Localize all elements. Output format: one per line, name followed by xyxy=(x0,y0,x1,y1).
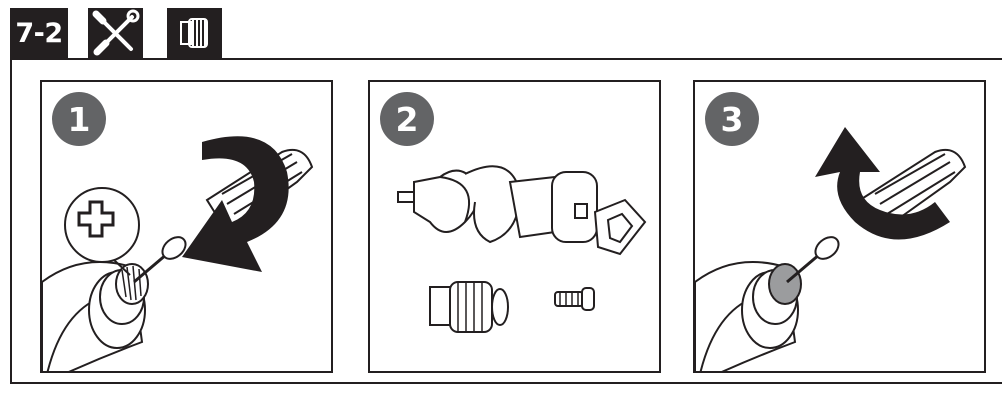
step-2-number: 2 xyxy=(380,92,434,146)
step-1-panel: 1 xyxy=(40,80,333,373)
step-3-panel: 3 xyxy=(693,80,986,373)
step-3-number: 3 xyxy=(705,92,759,146)
section-number-badge: 7-2 xyxy=(10,8,68,58)
gear-part-icon xyxy=(167,8,222,58)
screwdriver-wrench-icon xyxy=(88,8,143,58)
step-2-panel: 2 xyxy=(368,80,661,373)
step-1-number: 1 xyxy=(52,92,106,146)
